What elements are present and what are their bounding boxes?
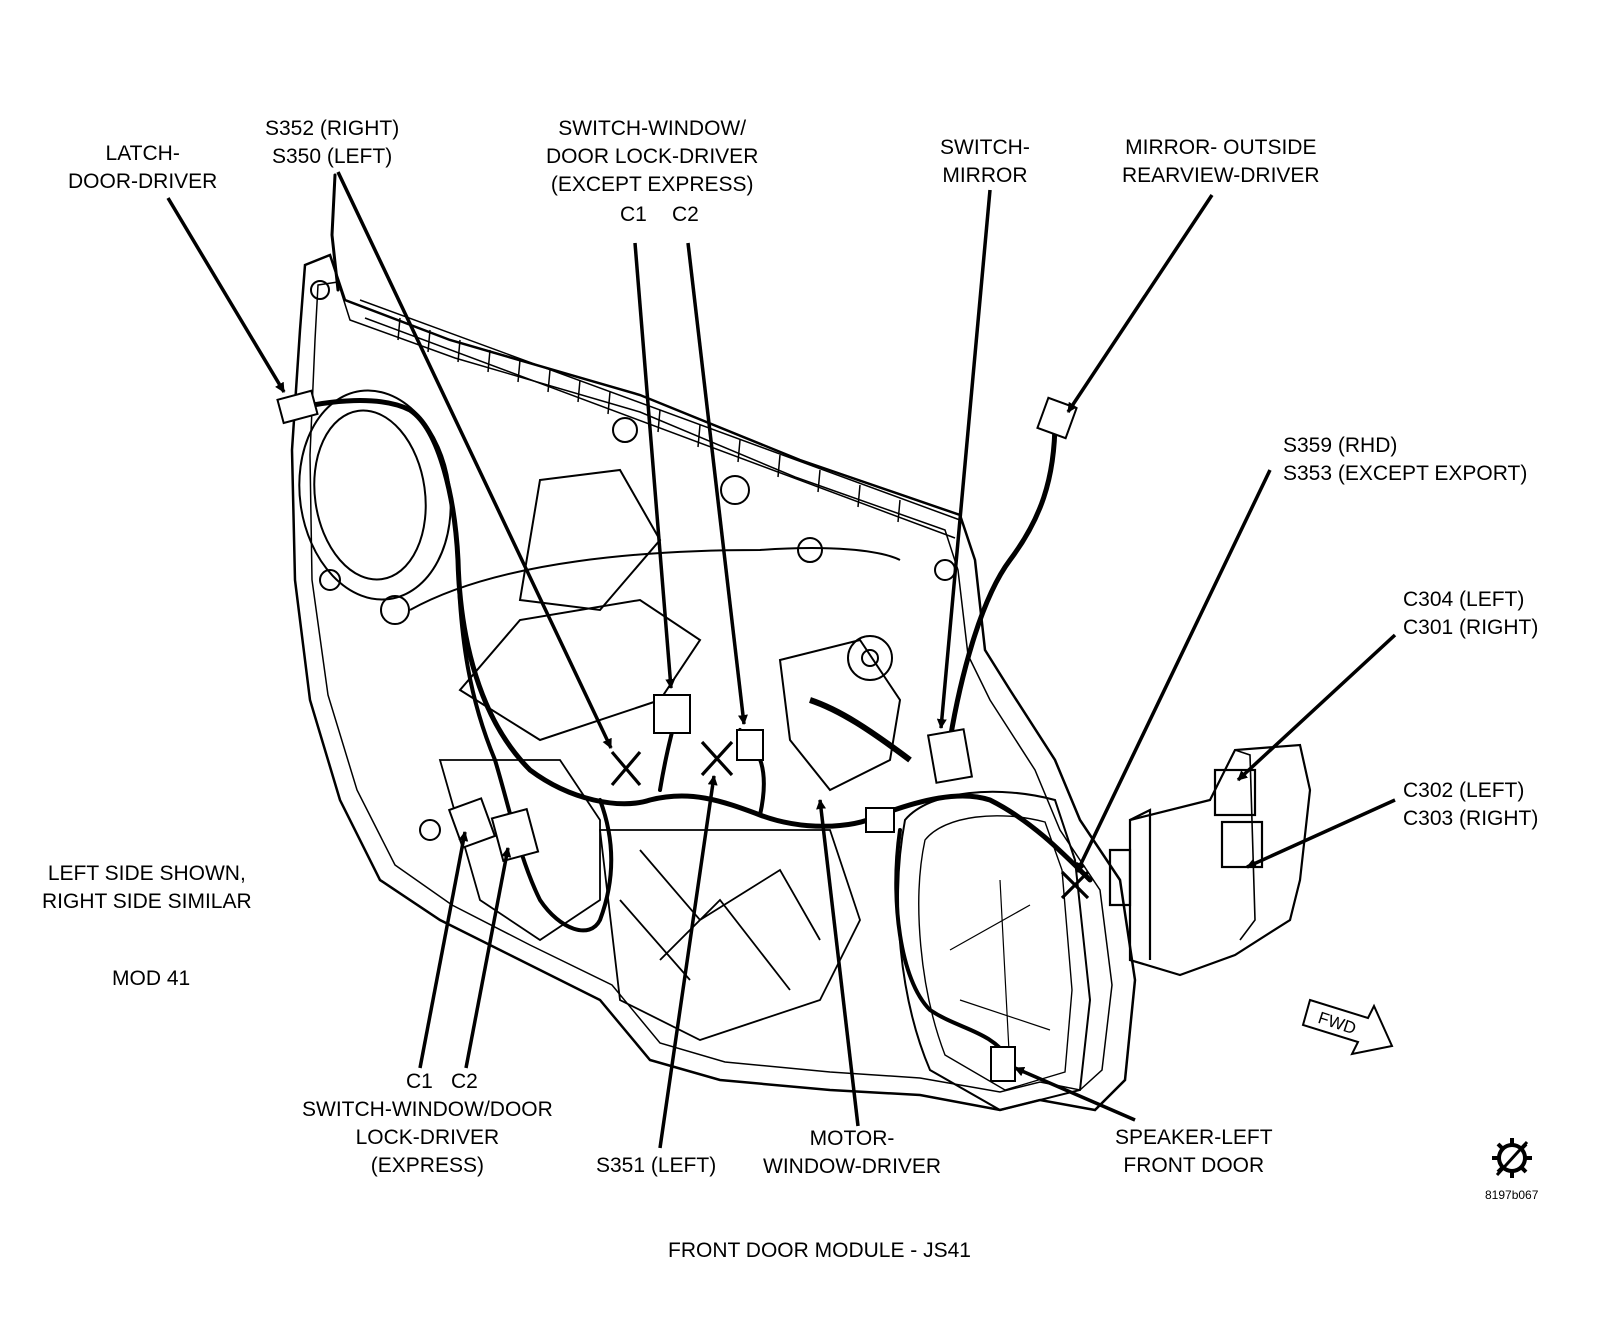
wiring-harness bbox=[287, 173, 1093, 1062]
door-panel bbox=[290, 253, 1137, 1112]
leader-arrows bbox=[166, 171, 1397, 1149]
lower-lattice bbox=[438, 759, 861, 1041]
label-c1-bottom: C1 bbox=[406, 1070, 433, 1093]
arrow-c1-bottom bbox=[418, 831, 469, 1069]
express-c1-connector bbox=[447, 797, 497, 849]
label-c2-bottom: C2 bbox=[451, 1070, 478, 1093]
fwd-arrow bbox=[1301, 998, 1394, 1056]
arrow-c1-top bbox=[633, 242, 676, 689]
upper-rib-pattern bbox=[359, 299, 961, 539]
label-switch-window-except-express: SWITCH-WINDOW/DOOR LOCK-DRIVER(EXCEPT EX… bbox=[546, 117, 759, 196]
arrow-c2-bottom bbox=[464, 847, 512, 1069]
mirror-connector bbox=[1036, 396, 1078, 440]
label-s351: S351 (LEFT) bbox=[596, 1154, 717, 1177]
switch-window-c2-connector-top bbox=[736, 729, 764, 761]
label-mod-41: MOD 41 bbox=[112, 967, 191, 990]
arrow-s352 bbox=[336, 171, 613, 749]
label-figure-code: 8197b067 bbox=[1485, 1188, 1539, 1202]
label-s359-s353: S359 (RHD)S353 (EXCEPT EXPORT) bbox=[1283, 434, 1528, 485]
arrow-motor bbox=[816, 799, 860, 1127]
label-c304-c301: C304 (LEFT)C301 (RIGHT) bbox=[1403, 588, 1539, 639]
express-c2-connector bbox=[490, 807, 540, 863]
switch-window-c1-connector-top bbox=[653, 694, 691, 734]
arrow-latch bbox=[166, 197, 286, 393]
figure-caption: FRONT DOOR MODULE - JS41 bbox=[668, 1239, 971, 1262]
symbol-icon bbox=[1492, 1138, 1532, 1178]
label-s352-s350: S352 (RIGHT)S350 (LEFT) bbox=[265, 117, 400, 168]
label-c1-top: C1 bbox=[620, 203, 647, 226]
arrow-mirror bbox=[1066, 194, 1214, 413]
arrow-speaker bbox=[1014, 1066, 1136, 1122]
mirror-switch-module bbox=[1108, 743, 1312, 977]
switch-mirror-connector bbox=[926, 728, 974, 784]
arrow-s359 bbox=[1075, 469, 1272, 873]
arrow-c302 bbox=[1246, 798, 1396, 869]
arrow-s351 bbox=[658, 775, 718, 1149]
splice-marks bbox=[610, 740, 1090, 900]
label-c2-top: C2 bbox=[672, 203, 699, 226]
label-left-side-shown: LEFT SIDE SHOWN,RIGHT SIDE SIMILAR bbox=[42, 862, 252, 913]
label-latch-door-driver: LATCH-DOOR-DRIVER bbox=[68, 142, 218, 193]
speaker-connector bbox=[990, 1046, 1016, 1082]
arrow-switch-mirror bbox=[936, 189, 992, 729]
arrow-c304 bbox=[1236, 633, 1397, 782]
motor-connector bbox=[865, 807, 895, 833]
latch-connector bbox=[276, 389, 319, 425]
label-switch-mirror: SWITCH-MIRROR bbox=[940, 136, 1030, 187]
arrow-c2-top bbox=[686, 242, 748, 725]
label-c302-c303: C302 (LEFT)C303 (RIGHT) bbox=[1403, 779, 1539, 830]
connectors bbox=[276, 389, 1078, 1082]
window-regulator bbox=[310, 280, 956, 841]
label-motor-window-driver: MOTOR-WINDOW-DRIVER bbox=[763, 1127, 942, 1178]
